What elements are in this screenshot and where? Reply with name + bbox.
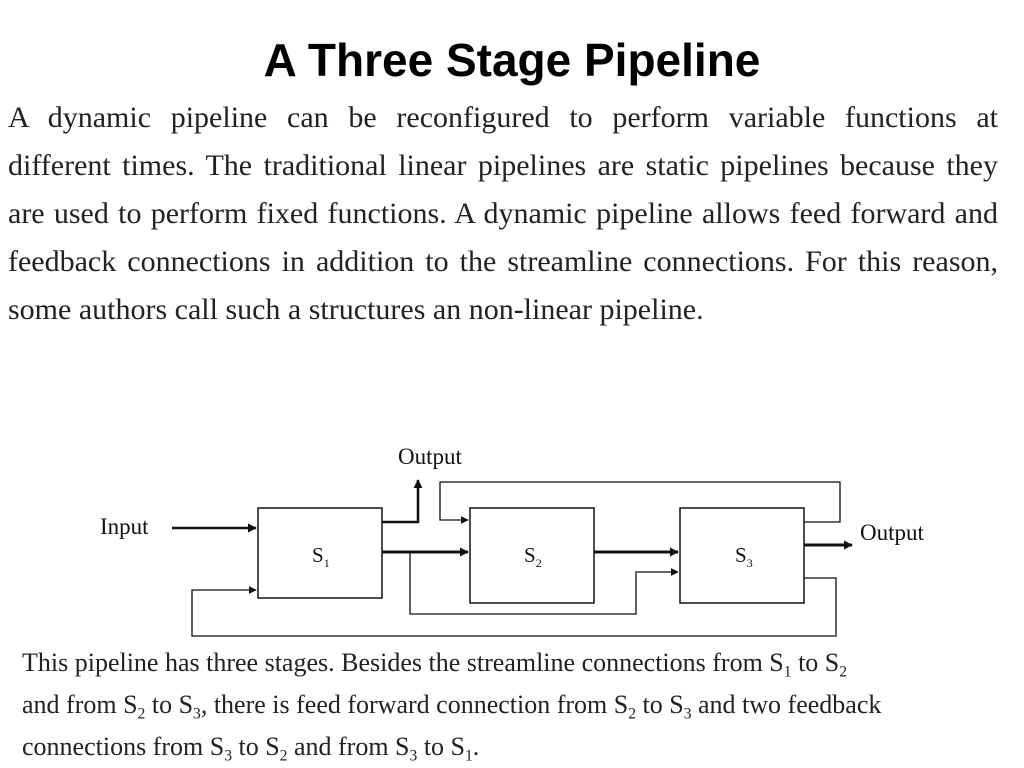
intro-line: different times. The traditional linear … — [8, 149, 998, 182]
intro-line: some authors call such a structures an n… — [8, 293, 704, 326]
summary-line: and from S2 to S3, there is feed forward… — [22, 690, 882, 723]
feedforward-s2-s3 — [409, 552, 679, 615]
stage-box-s3 — [679, 507, 805, 604]
output-top-arrow — [382, 479, 423, 524]
intro-line: are used to perform fixed functions. A d… — [8, 197, 998, 230]
intro-line: feedback connections in addition to the … — [8, 245, 998, 278]
stage-box-s2 — [469, 507, 595, 604]
summary-line: connections from S3 to S2 and from S3 to… — [22, 732, 480, 765]
stage-label-s1: S1 — [312, 543, 330, 570]
stage-label-s2: S2 — [524, 543, 542, 570]
summary-paragraph: This pipeline has three stages. Besides … — [22, 642, 1022, 768]
feedback-s3-s1 — [191, 577, 837, 637]
stage-box-s1 — [257, 507, 383, 599]
output-top-label: Output — [398, 444, 463, 469]
output-right-label: Output — [860, 520, 925, 545]
summary-line: This pipeline has three stages. Besides … — [22, 648, 848, 681]
pipeline-diagram: S1 S2 S3 Input Output Output — [100, 444, 925, 637]
stage-label-s3: S3 — [735, 543, 753, 570]
intro-line: A dynamic pipeline can be reconfigured t… — [8, 101, 998, 134]
page-title: A Three Stage Pipeline — [263, 34, 761, 86]
intro-paragraph: A dynamic pipeline can be reconfigured t… — [8, 94, 998, 334]
input-label: Input — [100, 514, 149, 539]
feedback-s3-s2 — [439, 481, 841, 524]
